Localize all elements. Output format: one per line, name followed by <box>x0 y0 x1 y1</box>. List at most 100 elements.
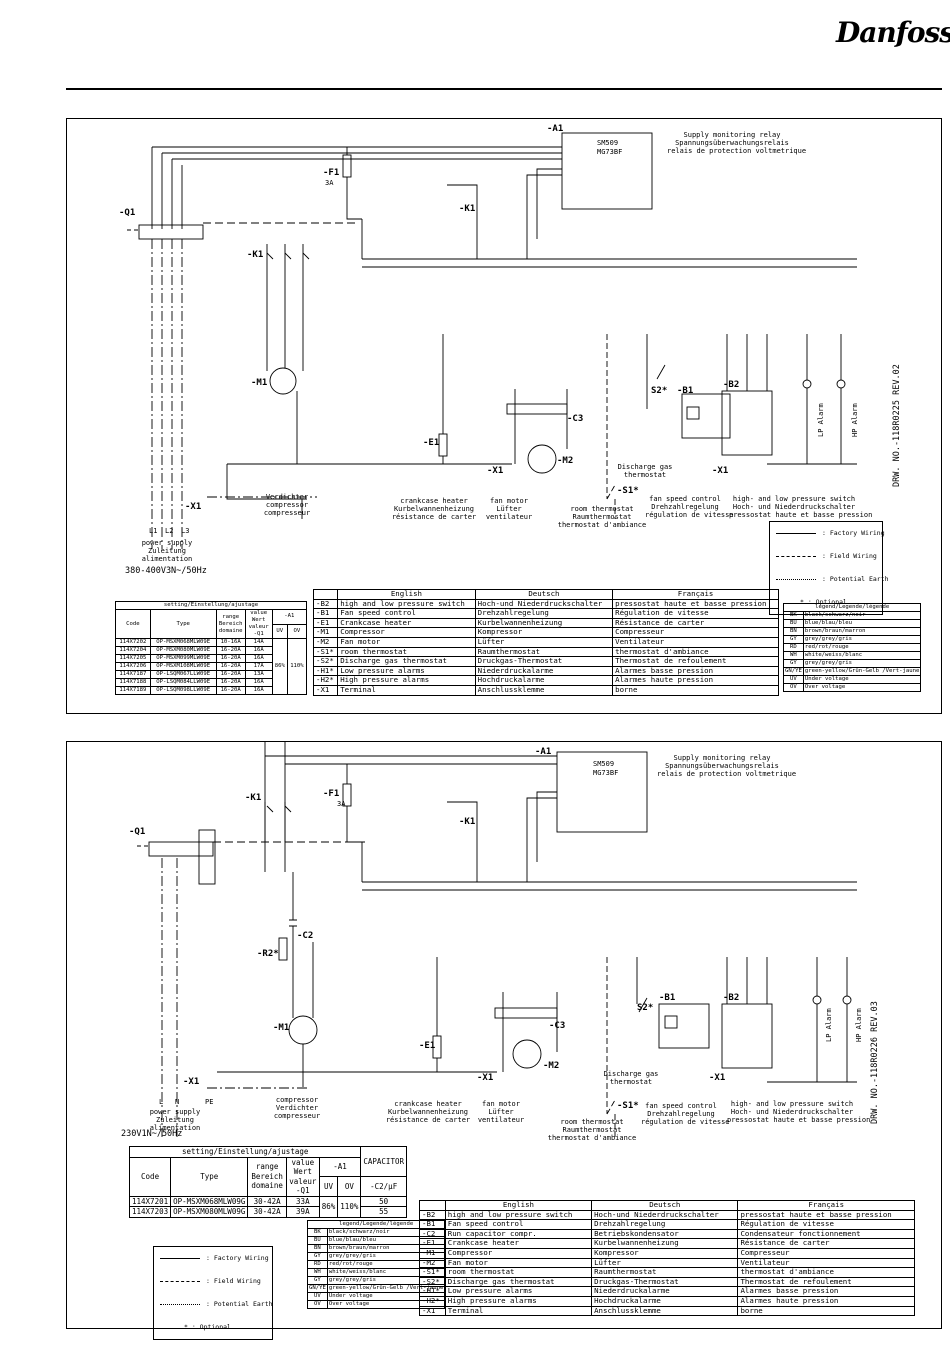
line-type-legend-2: : Factory Wiring : Field Wiring : Potent… <box>153 1246 273 1340</box>
colour-legend-title-row: legend/Legende/légende <box>782 603 922 612</box>
settings2-h-code: Code <box>128 1156 172 1197</box>
relay-caption: Supply monitoring relay Spannungsüberwac… <box>667 131 807 155</box>
voltage-label-2: 230V1N~/50Hz <box>121 1129 183 1139</box>
colour-code: BK <box>783 611 804 620</box>
parts-cell: Drehzahlregelung <box>591 1219 739 1230</box>
k1-aux-label: -K1 <box>459 204 476 214</box>
heater-caption-2-en: crankcase heater <box>394 1100 462 1108</box>
parts-code-cell: -B1 <box>419 1219 446 1230</box>
fsc-caption-2-en: fan speed control <box>645 1102 717 1110</box>
colour-name: black/schwarz/noir <box>802 611 922 620</box>
supply-caption-fr: alimentation <box>141 555 193 563</box>
settings-cell: 16-20A <box>215 646 246 655</box>
x1-label-b: -X1 <box>712 466 729 476</box>
parts-cell: Thermostat de refoulement <box>612 656 779 667</box>
parts-cell: borne <box>612 684 779 696</box>
discharge-caption-1: Discharge gas <box>617 463 673 471</box>
legend-potential-earth: Potential Earth <box>829 575 889 583</box>
voltage-label-1: 380-400V3N~/50Hz <box>125 566 207 576</box>
parts-header-cell: Deutsch <box>591 1200 739 1211</box>
parts-cell: Alarmes haute pression <box>737 1295 915 1307</box>
parts-cell: Régulation de vitesse <box>612 608 779 619</box>
parts-cell: Drehzahlregelung <box>474 608 614 619</box>
parts-code-cell: -H1* <box>419 1286 446 1297</box>
parts-cell: Niederdruckalarme <box>591 1286 739 1297</box>
x1-label-c: -X1 <box>185 502 202 512</box>
hlp-caption-2-fr: pressostat haute et basse pression <box>727 1116 871 1124</box>
settings-cell: 13A <box>244 670 273 679</box>
k1-aux-label-2: -K1 <box>459 817 476 827</box>
colour-code: RD <box>307 1260 328 1269</box>
parts-header-cell: Français <box>612 589 779 600</box>
settings2-cell: 30-42A <box>247 1206 287 1218</box>
pressure-switch-caption: high- and low pressure switch Hoch- und … <box>729 495 872 519</box>
parts-cell: thermostat d'ambiance <box>737 1267 915 1278</box>
e1-label: -E1 <box>423 438 440 448</box>
settings-cell: OP-MSXM108MLW09E <box>149 662 217 671</box>
settings2-cell: OP-MSXM080MLW09G <box>170 1206 249 1218</box>
colour-code: WH <box>783 651 804 660</box>
parts-cell: borne <box>737 1305 915 1317</box>
colour-legend-title: legend/Legende/légende <box>782 603 922 612</box>
settings-cell: OP-MSXM068MLW09E <box>149 638 217 647</box>
settings2-h-a1: -A1 <box>318 1156 362 1177</box>
parts-cell: Terminal <box>337 684 476 696</box>
q1-label: -Q1 <box>119 208 136 218</box>
discharge-caption-2-2: thermostat <box>609 1078 653 1086</box>
r2-label: -R2* <box>257 949 279 959</box>
colour-name: brown/braun/marron <box>802 627 922 636</box>
f1-rating: 3A <box>325 179 334 187</box>
settings-cell: 114X7205 <box>115 654 151 663</box>
supply-caption-2-fr: alimentation <box>149 1124 201 1132</box>
settings2-ov-value: 110% <box>337 1195 362 1218</box>
parts-cell: Raumthermostat <box>591 1267 739 1278</box>
fan-speed-caption: fan speed control Drehzahlregelung régul… <box>645 495 734 519</box>
settings2-h-uv: UV <box>318 1176 339 1197</box>
parts-cell: High pressure alarms <box>337 675 476 686</box>
s1-label: -S1* <box>617 486 639 496</box>
e1-label-2: -E1 <box>419 1041 436 1051</box>
legend-factory-wiring: Factory Wiring <box>829 529 885 537</box>
parts-cell: Lüfter <box>474 636 614 648</box>
supply-caption-de: Zuleitung <box>148 547 186 555</box>
x1-label-2c: -X1 <box>183 1077 200 1087</box>
parts-code-cell: -X1 <box>312 684 339 696</box>
heater-caption-2: crankcase heater Kurbelwannenheizung rés… <box>383 1100 473 1124</box>
supply-caption-2-de: Zuleitung <box>156 1116 194 1124</box>
settings-table-1: setting/Einstellung/ajustage Code Type r… <box>115 601 308 695</box>
l3-label: L3 <box>181 527 190 535</box>
heater-caption-2-fr: résistance de carter <box>385 1116 471 1124</box>
hlp-caption-de: Hoch- und Niederdruckschalter <box>732 503 856 511</box>
settings-cell: 16-20A <box>215 654 246 663</box>
header-rule <box>66 88 942 90</box>
parts-cell: Alarmes haute pression <box>612 675 779 686</box>
relay-caption-2-fr: relais de protection voltmetrique <box>657 770 797 778</box>
fan-caption-2: fan motor Lüfter ventilateur <box>471 1100 531 1124</box>
colour-code: BN <box>307 1244 328 1253</box>
fsc-caption-de: Drehzahlregelung <box>651 503 719 511</box>
compressor-caption-en: compressor <box>265 501 309 509</box>
compressor-caption-2-en: compressor <box>275 1096 319 1104</box>
room-thermostat-caption: room thermostat Raumthermostat thermosta… <box>557 505 647 529</box>
parts-header-cell: Français <box>737 1200 915 1211</box>
colour-name: green-yellow/Grün-Gelb /Vert-jaune <box>802 667 922 676</box>
settings-cell: 114X7206 <box>115 662 151 671</box>
relay-caption-fr: relais de protection voltmetrique <box>667 147 807 155</box>
x1-label-2a: -X1 <box>477 1073 494 1083</box>
hp-alarm-label-2: HP Alarm <box>855 1008 863 1042</box>
discharge-caption-2: Discharge gas thermostat <box>601 1070 661 1086</box>
settings2-h-c2: -C2/µF <box>360 1176 407 1197</box>
compressor-caption-de: Verdichter <box>265 493 309 501</box>
colour-name: blue/blau/bleu <box>802 619 922 628</box>
parts-code-cell: -S1* <box>419 1267 446 1278</box>
